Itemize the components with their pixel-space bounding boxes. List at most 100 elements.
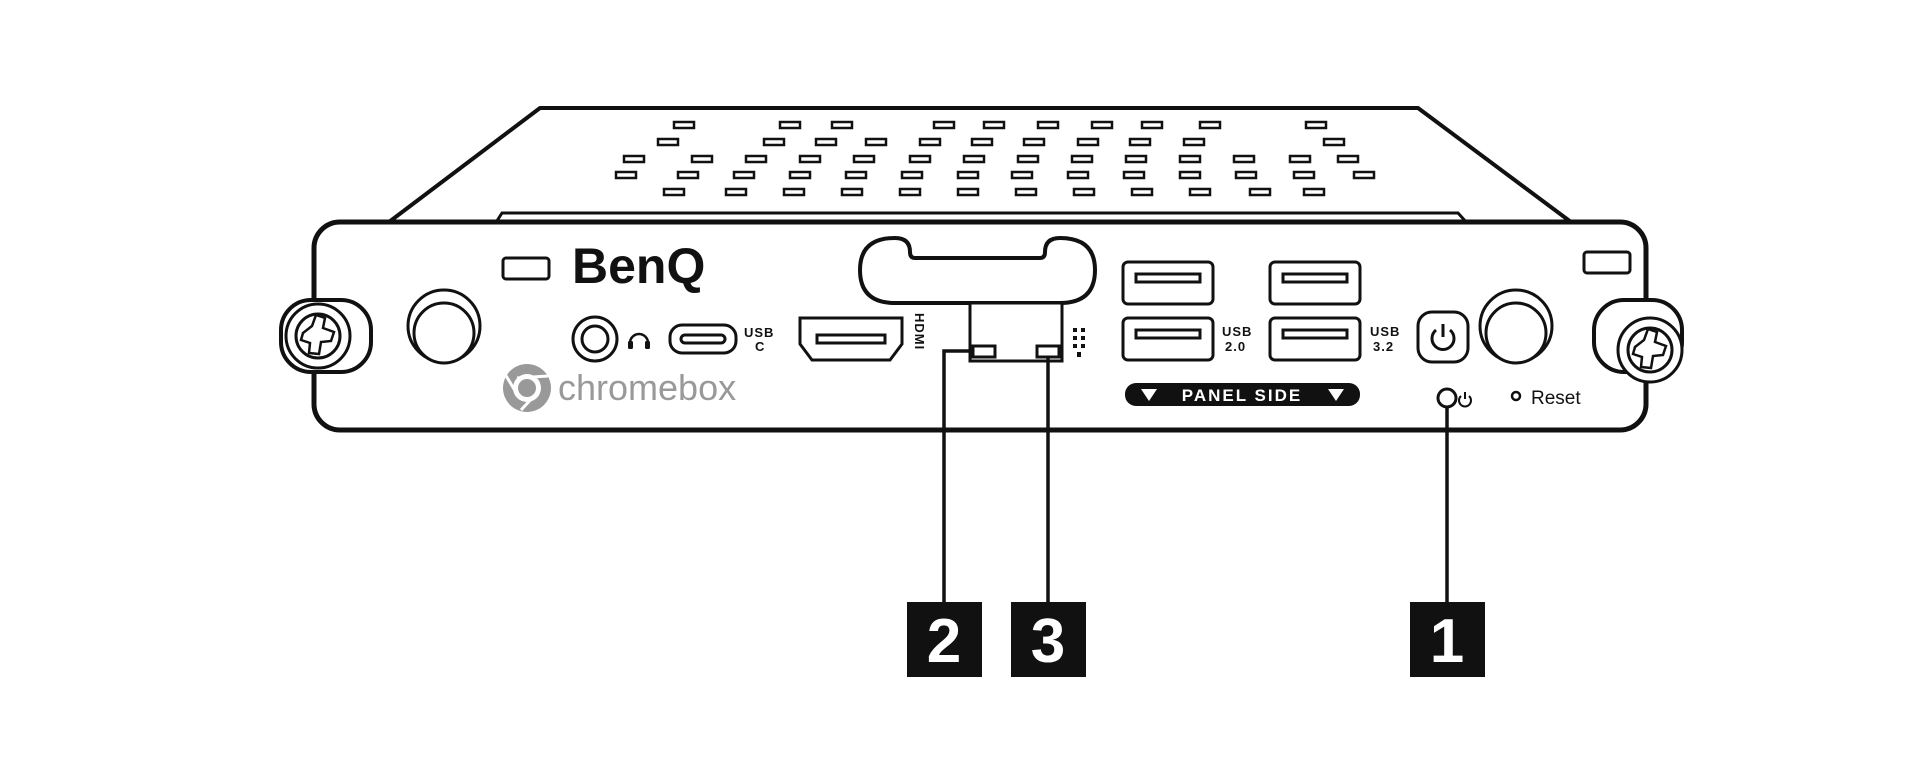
vent-slot <box>798 154 822 164</box>
usb-3-2-port <box>1268 316 1362 362</box>
down-triangle-icon-right <box>1328 389 1344 401</box>
left-knob <box>406 288 482 365</box>
usb-a-port-top-left <box>1121 260 1215 306</box>
vent-slot <box>852 154 876 164</box>
vent-slot <box>840 187 864 197</box>
vent-slot <box>1352 170 1376 180</box>
right-thumbscrew <box>1592 298 1684 384</box>
vent-slot <box>782 187 806 197</box>
headphone-icon <box>628 332 650 349</box>
handle <box>858 236 1097 305</box>
usb-3-2-label-line1: USB <box>1370 324 1400 339</box>
vent-slot <box>1010 170 1034 180</box>
reset-pinhole <box>1510 390 1522 402</box>
vent-slot <box>744 154 768 164</box>
power-led <box>1436 387 1458 409</box>
vent-slot <box>672 120 696 130</box>
vent-slot <box>1248 187 1272 197</box>
left-slot <box>501 256 551 281</box>
vent-slot <box>690 154 714 164</box>
vent-slot <box>1182 137 1206 147</box>
vent-slot <box>1014 187 1038 197</box>
vent-slot <box>1140 120 1164 130</box>
chromebox-logo-text: chromebox <box>558 367 736 408</box>
usb-2-0-label-line1: USB <box>1222 324 1252 339</box>
usb-c-port <box>668 323 738 355</box>
vent-slot <box>1122 170 1146 180</box>
top-cover <box>383 106 1577 227</box>
ethernet-icon <box>1073 328 1085 357</box>
vent-slot <box>656 137 680 147</box>
hdmi-port <box>798 316 904 362</box>
vent-slot <box>1072 187 1096 197</box>
callout-1: 1 <box>1410 602 1485 677</box>
vent-slot <box>982 120 1006 130</box>
vent-slot <box>956 170 980 180</box>
vent-slot <box>1076 137 1100 147</box>
usb-3-2-label-line2: 3.2 <box>1373 339 1394 354</box>
vent-slot <box>962 154 986 164</box>
vent-slot <box>1090 120 1114 130</box>
front-lip <box>493 211 1470 226</box>
panel-side-banner: PANEL SIDE <box>1125 383 1360 406</box>
vent-slot <box>1322 137 1346 147</box>
vent-slot <box>1188 187 1212 197</box>
left-thumbscrew <box>279 298 373 374</box>
vent-slot <box>1234 170 1258 180</box>
vent-slot <box>1124 154 1148 164</box>
usb-2-0-label-line2: 2.0 <box>1225 339 1246 354</box>
vent-slot <box>762 137 786 147</box>
vent-slot <box>1022 137 1046 147</box>
vent-slot <box>1130 187 1154 197</box>
power-led-icon <box>1458 392 1472 408</box>
vent-slot <box>724 187 748 197</box>
lan-led-right <box>1035 344 1061 359</box>
power-button <box>1416 310 1470 364</box>
right-knob <box>1478 288 1554 365</box>
top-cover-outline <box>383 106 1577 227</box>
reset-label: Reset <box>1531 388 1581 409</box>
audio-jack <box>571 315 619 363</box>
vent-slot <box>1016 154 1040 164</box>
vent-slot <box>1070 154 1094 164</box>
vent-slot <box>1128 137 1152 147</box>
vent-slot <box>918 137 942 147</box>
vent-slot <box>1178 170 1202 180</box>
vent-slot <box>932 120 956 130</box>
usb-c-label-line1: USB <box>744 325 774 340</box>
vent-slot <box>956 187 980 197</box>
usb-c-label-line2: C <box>755 339 765 354</box>
vent-slot <box>614 170 638 180</box>
vent-slot <box>1036 120 1060 130</box>
vent-slot <box>1288 154 1312 164</box>
vent-slot <box>908 154 932 164</box>
usb-2-0-port <box>1121 316 1215 362</box>
right-slot <box>1582 250 1632 275</box>
power-icon <box>1430 324 1456 351</box>
left-screw-head-icon <box>299 313 336 356</box>
vent-slot <box>898 187 922 197</box>
vent-slot <box>1178 154 1202 164</box>
vent-slot <box>732 170 756 180</box>
vent-slot <box>622 154 646 164</box>
hdmi-label: HDMI <box>912 313 927 350</box>
chrome-logo-icon <box>503 364 551 412</box>
vent-slot <box>1232 154 1256 164</box>
callout-2: 2 <box>907 602 982 677</box>
down-triangle-icon-left <box>1141 389 1157 401</box>
vent-slot <box>900 170 924 180</box>
vent-slot <box>1304 120 1328 130</box>
lan-port <box>968 301 1064 363</box>
panel-side-label: PANEL SIDE <box>1182 386 1302 405</box>
vent-slot <box>1292 170 1316 180</box>
vent-slot <box>1336 154 1360 164</box>
vent-grille <box>614 120 1376 197</box>
vent-slot <box>788 170 812 180</box>
leader-line-2 <box>942 349 973 604</box>
brand-logo: BenQ <box>572 238 705 294</box>
usb-a-port-top-right <box>1268 260 1362 306</box>
callout-2-number: 2 <box>927 607 961 676</box>
vent-slot <box>662 187 686 197</box>
vent-slot <box>830 120 854 130</box>
